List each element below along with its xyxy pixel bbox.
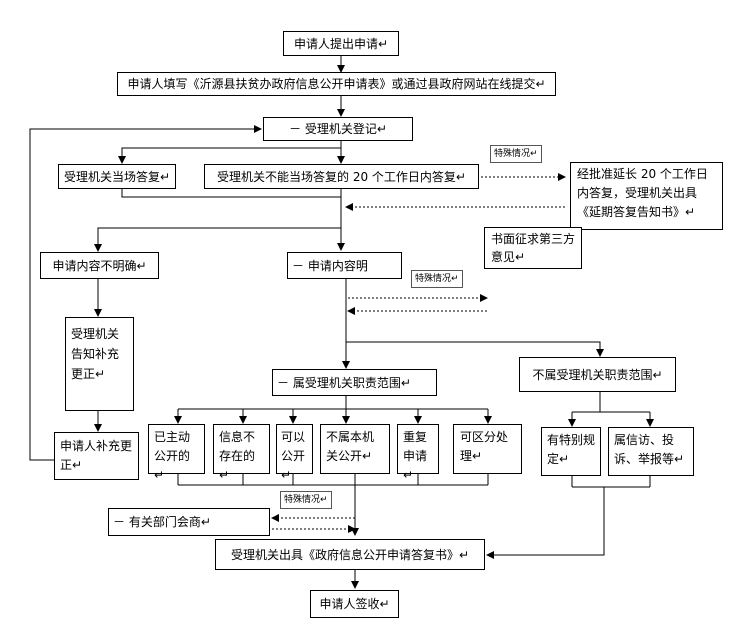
node-outside-scope: 不属受理机关职责范围↵	[519, 357, 676, 392]
node-extension: 经批准延长 20 个工作日内答复，受理机关出具《延期答复告知书》↵	[570, 162, 723, 230]
node-not-agency: 不属本机关公开↵	[320, 424, 390, 474]
node-repeat: 重复申请↵	[397, 424, 439, 482]
node-within-scope: － 属受理机关职责范围↵	[272, 369, 437, 396]
node-third-party: 书面征求第三方意见↵	[484, 227, 582, 269]
node-petition: 属信访、投诉、举报等↵	[608, 427, 694, 476]
node-reply-20days: 受理机关不能当场答复的 20 个工作日内答复↵	[204, 164, 479, 189]
arrow-to-outside-scope	[346, 341, 604, 357]
node-partial: 可区分处理↵	[453, 424, 522, 474]
special-label-2: 特殊情况↵	[411, 270, 463, 288]
special-label-3: 特殊情况↵	[280, 491, 332, 509]
arrow-register-to-onsite	[118, 147, 341, 164]
node-fill-form: 申请人填写《沂源县扶贫办政府信息公开申请表》或通过县政府网站在线提交↵	[117, 72, 556, 96]
node-unclear: 申请内容不明确↵	[40, 252, 159, 279]
node-clear: － 申请内容明	[287, 252, 402, 279]
arrow-to-unclear	[94, 227, 341, 252]
node-register: － 受理机关登记↵	[263, 117, 413, 141]
node-not-exist: 信息不存在的↵	[213, 424, 270, 482]
node-published: 已主动公开的↵	[148, 424, 205, 482]
node-sign: 申请人签收↵	[310, 590, 399, 618]
node-issue-reply: 受理机关出具《政府信息公开申请答复书》↵	[215, 539, 485, 570]
arrow-outside-to-issue	[486, 487, 605, 559]
node-can-publish: 可以公开↵	[276, 424, 313, 482]
special-label-1: 特殊情况↵	[490, 145, 542, 163]
node-special-rules: 有特别规定↵	[541, 427, 601, 476]
node-apply: 申请人提出申请↵	[283, 31, 399, 56]
node-consult: － 有关部门会商↵	[108, 508, 270, 536]
node-notify-supplement: 受理机关告知补充更正↵	[65, 317, 134, 411]
line-onsite-merge	[121, 189, 341, 198]
node-applicant-supplement: 申请人补充更正↵	[54, 432, 139, 480]
arrow-supplement-loop	[29, 125, 262, 461]
node-reply-onsite: 受理机关当场答复↵	[58, 164, 176, 189]
